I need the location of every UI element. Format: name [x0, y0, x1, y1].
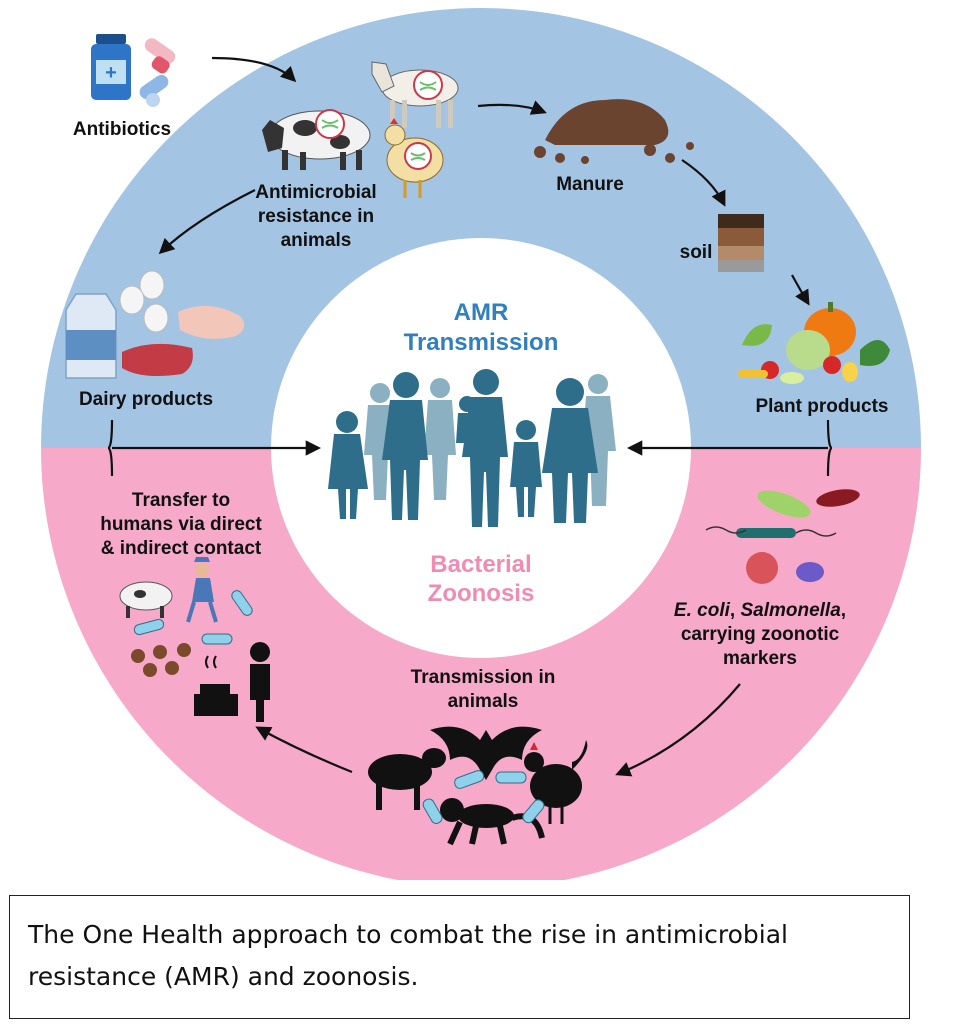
center-title-line2: Transmission	[404, 329, 559, 356]
meat-icon	[122, 305, 245, 376]
label-transfer-3: & indirect contact	[101, 538, 262, 559]
chicken-icon	[384, 118, 444, 198]
bacteria-icon	[705, 489, 860, 584]
rooster-icon	[524, 740, 588, 824]
cooking-icon	[131, 642, 270, 722]
caption-box: The One Health approach to combat the ri…	[9, 895, 910, 1019]
soil-icon	[718, 214, 764, 272]
label-bacteria-ecoli: E. coli, Salmonella,	[674, 600, 846, 621]
bacteria-icon	[422, 770, 545, 824]
label-trans-animals-2: animals	[448, 691, 519, 712]
caption-line2: resistance (AMR) and zoonosis.	[28, 962, 419, 991]
label-transfer-2: humans via direct	[100, 514, 262, 535]
label-amr-animals-1: Antimicrobial	[255, 182, 376, 203]
milk-icon	[65, 293, 117, 379]
people-icon	[328, 369, 616, 527]
ring-bottom-half	[41, 448, 921, 880]
label-bacteria-3: markers	[723, 648, 797, 669]
label-bacteria-2: carrying zoonotic	[681, 624, 840, 645]
label-plant-products: Plant products	[755, 396, 888, 417]
one-health-diagram: AMR Transmission Bacterial Zoonosis + An…	[41, 8, 921, 880]
svg-text:+: +	[105, 62, 117, 84]
goat-icon	[371, 61, 459, 128]
cow-icon	[262, 109, 371, 170]
label-dairy-products: Dairy products	[79, 389, 213, 410]
bracket-lines	[107, 419, 833, 477]
center-subtitle-line1: Bacterial	[430, 551, 531, 578]
monkey-icon	[440, 798, 545, 846]
lamb-icon	[368, 748, 446, 810]
label-soil: soil	[680, 242, 713, 263]
label-manure: Manure	[556, 174, 624, 195]
center-subtitle-line2: Zoonosis	[428, 580, 535, 607]
eggs-icon	[119, 270, 169, 333]
ring-top-half	[41, 8, 921, 448]
vegetables-icon	[738, 302, 890, 384]
caption-text: The One Health approach to combat the ri…	[28, 914, 893, 998]
antibiotics-icon: +	[91, 34, 176, 107]
bacteria-icon	[133, 590, 253, 645]
label-amr-animals-3: animals	[281, 230, 352, 251]
farmer-icon	[119, 557, 218, 623]
label-amr-animals-2: resistance in	[258, 206, 374, 227]
label-antibiotics: Antibiotics	[73, 119, 171, 140]
center-title-line1: AMR	[454, 299, 509, 326]
flow-arrows	[112, 56, 828, 777]
bat-icon	[430, 726, 542, 780]
manure-icon	[534, 99, 694, 164]
caption-line1: The One Health approach to combat the ri…	[28, 920, 788, 949]
label-transfer-1: Transfer to	[132, 490, 230, 511]
label-trans-animals-1: Transmission in	[411, 667, 556, 688]
